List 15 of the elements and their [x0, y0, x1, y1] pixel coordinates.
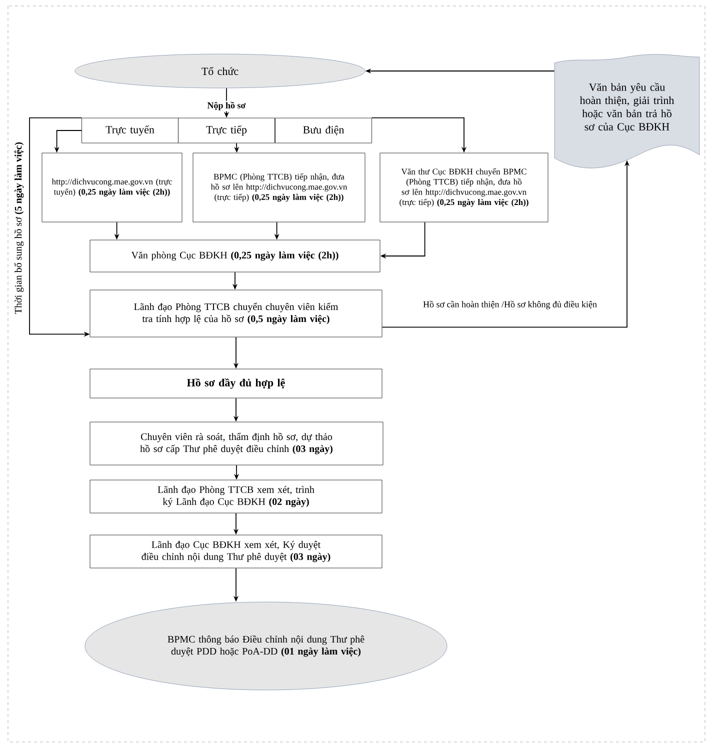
- process-box: Lãnh đạo Phòng TTCB xem xét, trình ký Lãnh đạo Cục BĐKH (02 ngày): [90, 480, 382, 514]
- process-box: Hồ sơ đầy đủ hợp lệ: [90, 368, 382, 398]
- process-box: BPMC (Phòng TTCB) tiếp nhận, đưa hồ sơ lên http://dichvucong.mae.gov.vn (trực tiếp) (0,25 ngày làm việc (2h)): [192, 152, 366, 222]
- edge-label: Thời gian bổ sung hồ sơ (5 ngày làm việc): [14, 142, 24, 314]
- process-box: Lãnh đạo Cục BĐKH xem xét, Ký duyệt điều chỉnh nội dung Thư phê duyệt (03 ngày): [90, 534, 382, 568]
- process-box: Văn thư Cục BĐKH chuyển BPMC (Phòng TTCB) tiếp nhận, đưa hồ sơ lên http://dichvucong.mae.gov.vn (trực tiếp) (0,25 ngày làm việc (2h)): [380, 152, 548, 222]
- process-box: Văn phòng Cục BĐKH (0,25 ngày làm việc (2h)): [90, 240, 380, 272]
- edge-label: Nộp hồ sơ: [206, 100, 247, 112]
- process-box: http://dichvucong.mae.gov.vn (trực tuyến) (0,25 ngày làm việc (2h)): [42, 152, 182, 222]
- option-box: Trực tiếp: [178, 118, 275, 144]
- edge-label: Hồ sơ cần hoàn thiện /Hồ sơ không đủ điều kiện: [423, 300, 597, 310]
- option-box: Trực tuyến: [82, 118, 178, 144]
- process-box: Lãnh đạo Phòng TTCB chuyển chuyên viên kiểm tra tính hợp lệ của hồ sơ (0,5 ngày làm việc): [90, 290, 382, 338]
- process-box: Chuyên viên rà soát, thẩm định hồ sơ, dự thảo hồ sơ cấp Thư phê duyệt điều chỉnh (03 ngày): [90, 422, 384, 466]
- option-box: Bưu điện: [275, 118, 372, 144]
